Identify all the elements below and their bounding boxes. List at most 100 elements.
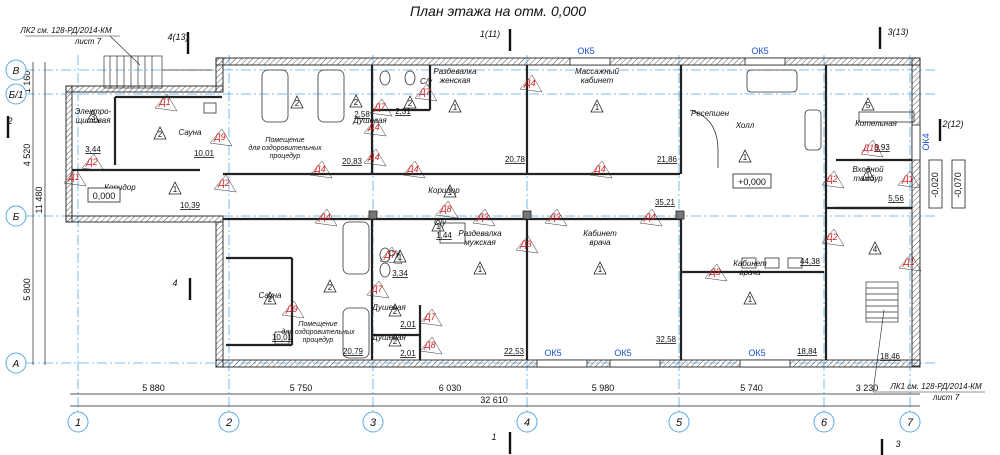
room-name: Сауна	[259, 291, 282, 300]
dimension-col-value: 5 740	[740, 383, 763, 393]
door-mark: Д8	[423, 340, 435, 350]
axis-col-label: 6	[821, 417, 828, 429]
room-name-line: Душевая	[371, 333, 406, 342]
section-mark-line: 4(13)	[167, 32, 188, 42]
room-area-line: 2,01	[400, 320, 416, 329]
room-name-line: С/у	[388, 249, 401, 258]
door-mark-line: Д2	[217, 178, 229, 188]
room-name-line: Котельная	[855, 119, 898, 128]
door-swing	[414, 83, 438, 102]
door-swing	[213, 174, 237, 193]
room-number: 1	[448, 188, 453, 197]
window-mark: ОК5	[751, 46, 768, 56]
note-lk2-line: ЛК2 см. 128-РД/2014-КМ	[19, 26, 112, 35]
door-mark-line: Д9	[285, 304, 297, 314]
window-mark: ОК5	[577, 46, 594, 56]
axis-col-label: 3	[370, 417, 377, 429]
room-number: 1	[595, 103, 600, 112]
door-swing	[544, 208, 568, 227]
dimension-col-value-line: 5 880	[142, 383, 165, 393]
axis-bubble	[899, 411, 921, 433]
room-name: Душевая	[371, 333, 406, 342]
door-mark-line: Д4	[523, 78, 535, 88]
room-number-triangle	[168, 181, 182, 195]
door-swing	[519, 74, 543, 93]
axis-col-label-line: 6	[821, 417, 828, 429]
room-name-line: Кабинет	[583, 229, 617, 238]
room-number-line: 2	[393, 337, 398, 346]
door-mark-line: Д1	[67, 172, 79, 182]
section-mark: 3(13)	[887, 27, 908, 37]
section-mark-line: 3	[895, 439, 900, 449]
room-number-triangle	[861, 97, 875, 111]
room-name-line: Помещение	[265, 137, 304, 144]
room-name: Коридор	[428, 186, 460, 195]
dimension-row-total: 11 480	[34, 187, 44, 214]
door-mark: Д3	[708, 267, 720, 277]
axis-col-label-line: 1	[75, 417, 81, 429]
dimension-col-value-line: 5 750	[290, 383, 313, 393]
door-swing	[363, 118, 387, 137]
axis-row-label: Б	[13, 212, 20, 223]
door-mark: Д2	[825, 174, 837, 184]
door-swing	[154, 93, 178, 112]
room-name-line: Входной	[852, 165, 884, 174]
door-mark-line: Д4	[318, 212, 330, 222]
door-mark: Д4	[367, 152, 379, 162]
axis-col-label: 7	[907, 417, 914, 429]
room-name: С/у	[420, 77, 433, 86]
door-mark: Д7	[418, 87, 431, 97]
window-mark-line: ОК5	[544, 348, 561, 358]
room-number-line: 1	[398, 253, 403, 262]
axis-row-label: А	[12, 359, 20, 370]
axis-bubble	[668, 411, 690, 433]
door-mark-line: Д7	[423, 312, 436, 322]
door-mark-line: Д7	[370, 284, 383, 294]
door-swing	[379, 246, 403, 265]
room-name-line: для оздоровительных	[248, 144, 322, 152]
room-number: 1	[478, 265, 483, 274]
plan-title: План этажа на отм. 0,000	[410, 3, 586, 19]
door-mark: Д1	[67, 172, 79, 182]
room-number: 2	[158, 130, 163, 139]
room-area-line: 1,44	[436, 231, 452, 240]
note-lk2-sheet-line: лист 7	[74, 37, 102, 46]
door-mark-line: Д4	[313, 164, 325, 174]
window-mark: ОК4	[921, 133, 931, 150]
exterior-walls	[65, 57, 921, 368]
axis-bubble	[67, 411, 89, 433]
axis-bubble	[5, 59, 27, 81]
axis-row-label: В	[13, 66, 20, 77]
room-area-line: 10,39	[180, 201, 201, 210]
room-number-triangle	[263, 291, 277, 305]
room-area: 20,78	[505, 155, 526, 164]
door-swing	[363, 148, 387, 167]
note-lk2-sheet: лист 7	[74, 37, 102, 46]
room-number-line: 1	[453, 103, 458, 112]
dimension-row-value-line: 4 520	[22, 144, 32, 167]
columns	[368, 210, 685, 220]
room-area-line: 32,58	[656, 335, 677, 344]
door-mark-line: Д2	[85, 157, 97, 167]
room-number-line: 1	[478, 265, 483, 274]
door-mark: Д2	[217, 178, 229, 188]
note-lk1-sheet-line: лист 7	[932, 393, 960, 402]
window-mark-line: ОК5	[748, 348, 765, 358]
room-area-line: 3,34	[392, 269, 408, 278]
level-minus-020-line: -0,020	[930, 172, 940, 198]
window-mark: ОК5	[544, 348, 561, 358]
level-box	[87, 187, 121, 203]
room-name-line: щитовая	[75, 116, 111, 125]
section-mark-line: 1(11)	[480, 29, 500, 39]
room-name-line: процедур	[270, 152, 301, 160]
door-mark: Д4	[593, 164, 605, 174]
axis-bubble	[5, 352, 27, 374]
room-number-triangle	[323, 279, 337, 293]
door-swing	[897, 170, 921, 189]
room-number-line: 2	[158, 130, 163, 139]
room-area: 2,58	[354, 110, 370, 119]
room-area: 18,84	[797, 347, 818, 356]
